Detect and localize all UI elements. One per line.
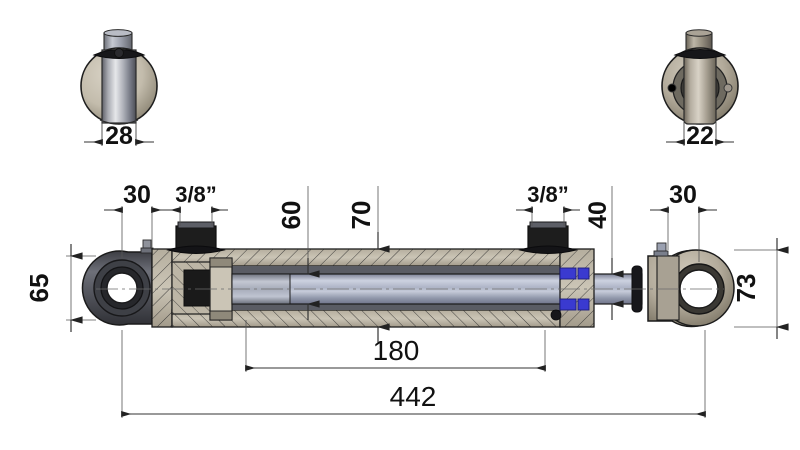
piston-seal-dark bbox=[183, 269, 213, 307]
dim-port-right: 3/8” bbox=[516, 182, 580, 226]
dim-port-left-label: 3/8” bbox=[175, 182, 217, 207]
left-eye-assembly bbox=[81, 239, 154, 326]
port-block-left bbox=[166, 221, 226, 254]
piston-ring-bottom bbox=[209, 310, 233, 321]
dim-65-label: 65 bbox=[24, 274, 54, 303]
dim-port-left: 3/8” bbox=[164, 182, 228, 226]
right-view-collar bbox=[673, 49, 727, 59]
right-view-left-boss bbox=[667, 83, 677, 93]
left-view-stud-top bbox=[103, 29, 133, 37]
right-view-right-boss bbox=[723, 83, 733, 93]
left-view-band bbox=[101, 49, 137, 124]
left-cap-hatch bbox=[152, 249, 172, 327]
port-left-flange bbox=[166, 245, 226, 254]
dim-60: 60 bbox=[276, 186, 320, 320]
piston-assembly bbox=[171, 257, 233, 321]
dim-28-label: 28 bbox=[105, 122, 133, 150]
dim-180: 180 bbox=[245, 320, 546, 372]
dim-180-label: 180 bbox=[373, 335, 420, 366]
gland-seal-blue-top2 bbox=[577, 267, 590, 280]
dim-30-left: 30 bbox=[104, 181, 170, 258]
right-eye-assembly bbox=[647, 242, 735, 328]
barrel-top-hatch bbox=[172, 249, 560, 266]
dim-73: 73 bbox=[731, 238, 789, 339]
port-left-top bbox=[177, 221, 215, 229]
right-gland-assembly bbox=[550, 248, 595, 328]
dim-73-label: 73 bbox=[731, 274, 761, 303]
right-eye-neck bbox=[656, 255, 680, 321]
dim-port-right-label: 3/8” bbox=[527, 182, 569, 207]
left-eye-nipple-base bbox=[140, 247, 154, 254]
gland-seal-blue-bottom bbox=[559, 298, 577, 311]
dim-22-label: 22 bbox=[686, 122, 714, 150]
dim-30-left-label: 30 bbox=[123, 181, 151, 209]
right-eye-nipple-base bbox=[653, 250, 669, 257]
port-right-flange bbox=[518, 245, 578, 254]
dim-442: 442 bbox=[121, 330, 706, 418]
left-view-nut bbox=[114, 48, 124, 58]
right-end-view: 22 bbox=[661, 29, 739, 150]
dim-70: 70 bbox=[346, 186, 390, 344]
gland-seal-blue-top bbox=[559, 267, 577, 280]
left-end-cap bbox=[151, 248, 173, 328]
dim-40: 40 bbox=[584, 186, 624, 320]
gland-hatch bbox=[560, 249, 594, 327]
dim-30-right-label: 30 bbox=[669, 181, 697, 209]
dim-70-label: 70 bbox=[346, 201, 376, 230]
barrel-bottom-hatch bbox=[172, 310, 560, 327]
dim-60-label: 60 bbox=[276, 201, 306, 230]
right-view-band bbox=[683, 49, 717, 125]
left-view-bottom-edge bbox=[99, 119, 139, 125]
right-view-stud-top bbox=[685, 29, 713, 37]
left-end-view: 28 bbox=[80, 29, 158, 150]
dim-442-label: 442 bbox=[390, 381, 437, 412]
port-block-right bbox=[518, 221, 578, 254]
gland-oring bbox=[550, 309, 562, 321]
main-section-view bbox=[81, 221, 735, 328]
left-eye-bore bbox=[106, 272, 138, 304]
dim-40-label: 40 bbox=[584, 201, 612, 229]
gland-seal-blue-bottom2 bbox=[577, 298, 590, 311]
dim-65: 65 bbox=[24, 244, 96, 332]
piston-ring-top bbox=[209, 257, 233, 268]
dim-30-right: 30 bbox=[650, 181, 717, 262]
port-right-top bbox=[529, 221, 567, 229]
